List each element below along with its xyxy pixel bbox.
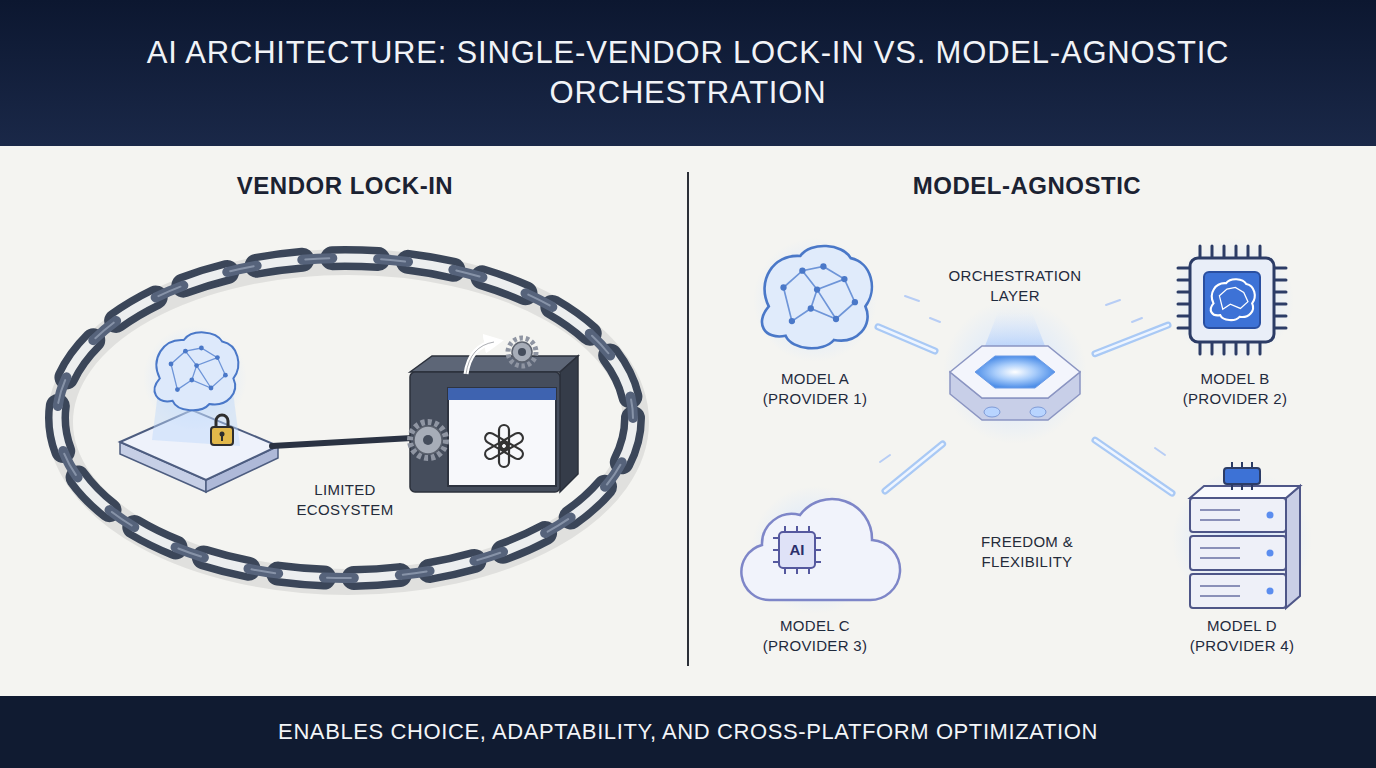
connector: [1095, 440, 1172, 493]
node-label: ORCHESTRATION LAYER: [939, 266, 1091, 307]
node-label: MODEL C (PROVIDER 3): [749, 616, 881, 657]
orchestration-layer: ORCHESTRATION LAYER: [935, 262, 1095, 444]
panel-note: FREEDOM & FLEXIBILITY: [957, 532, 1097, 573]
footer-band: [0, 696, 1376, 768]
lock-link-bar: [272, 438, 412, 446]
body-ground: [0, 146, 1376, 696]
connector: [885, 444, 943, 491]
model-node: MODEL C (PROVIDER 3): [745, 482, 885, 660]
diagram-title: AI ARCHITECTURE: SINGLE-VENDOR LOCK-IN V…: [78, 33, 1298, 114]
title-area: AI ARCHITECTURE: SINGLE-VENDOR LOCK-IN V…: [0, 0, 1376, 146]
panel-heading: MODEL-AGNOSTIC: [867, 172, 1187, 200]
chip-icon: [1170, 238, 1294, 362]
model-node: MODEL A (PROVIDER 1): [752, 248, 878, 413]
node-label: MODEL B (PROVIDER 2): [1172, 369, 1298, 410]
cloud-icon: [741, 486, 900, 614]
server-icon: [1172, 462, 1312, 610]
chain-ring: [57, 258, 636, 582]
node-label: MODEL A (PROVIDER 1): [756, 369, 874, 410]
chip-label: AI: [780, 541, 814, 559]
connector: [1095, 325, 1168, 354]
panel-heading: VENDOR LOCK-IN: [185, 172, 505, 200]
vendor-platform-box: [410, 338, 578, 492]
flow-particles: [880, 296, 1165, 480]
orchestration-hub: [943, 300, 1087, 444]
model-node: MODEL B (PROVIDER 2): [1168, 248, 1302, 413]
diagram-caption: ENABLES CHOICE, ADAPTABILITY, AND CROSS-…: [278, 719, 1098, 745]
brain-icon: [753, 238, 877, 362]
panel-note: LIMITED ECOSYSTEM: [285, 480, 405, 521]
caption-area: ENABLES CHOICE, ADAPTABILITY, AND CROSS-…: [0, 696, 1376, 768]
connector: [878, 327, 935, 351]
panel-divider: [687, 172, 689, 666]
connector-core: [885, 444, 943, 491]
connector-core: [878, 327, 935, 351]
header-band: [0, 0, 1376, 146]
node-label: MODEL D (PROVIDER 4): [1176, 616, 1308, 657]
connector-core: [1095, 440, 1172, 493]
locked-model-platform: [120, 326, 278, 492]
model-node: MODEL D (PROVIDER 4): [1172, 455, 1312, 660]
connector-core: [1095, 325, 1168, 354]
